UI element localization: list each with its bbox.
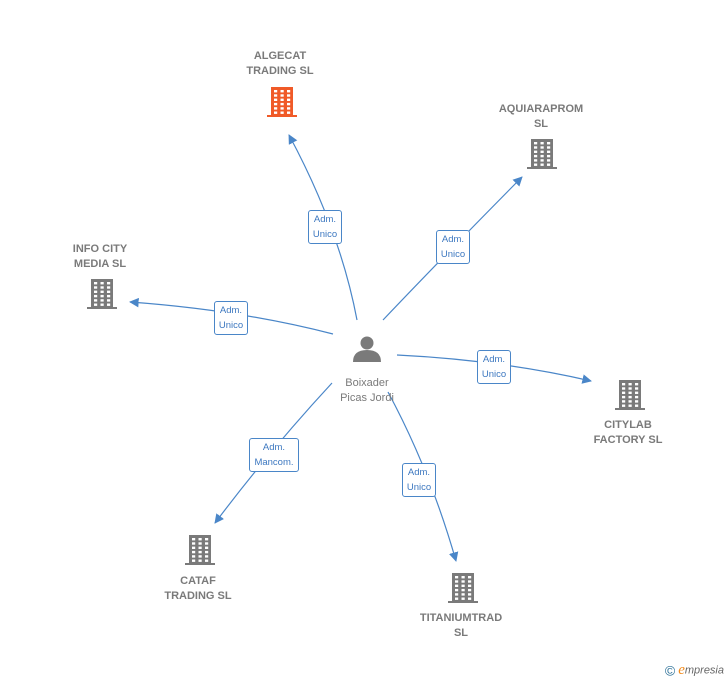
company-label-algecat: ALGECAT TRADING SL <box>246 50 314 77</box>
building-icon-cataf <box>185 535 215 565</box>
person-icon <box>353 336 381 362</box>
building-icon-infocity <box>87 279 117 309</box>
relation-label-titaniumtrad: Adm. Unico <box>401 463 437 497</box>
company-label-citylab: CITYLAB FACTORY SL <box>593 419 663 446</box>
brand-logo-initial: e <box>678 662 685 678</box>
brand-logo-text: mpresia <box>684 664 724 677</box>
relation-label-citylab: Adm. Unico <box>476 350 512 384</box>
company-label-titaniumtrad: TITANIUMTRAD SL <box>419 612 503 639</box>
relation-label-infocity: Adm. Unico <box>213 301 249 335</box>
copyright-icon: © <box>664 662 676 679</box>
building-icon-citylab <box>615 380 645 410</box>
building-icon-aquiaraprom <box>527 139 557 169</box>
building-icon-algecat <box>267 87 297 117</box>
relation-label-aquiaraprom: Adm. Unico <box>435 230 471 264</box>
relation-label-cataf: Adm. Mancom. <box>249 438 299 472</box>
building-icon-titaniumtrad <box>448 573 478 603</box>
relation-label-algecat: Adm. Unico <box>307 210 343 244</box>
company-label-aquiaraprom: AQUIARAPROM SL <box>498 103 584 130</box>
company-label-cataf: CATAF TRADING SL <box>164 575 232 602</box>
company-label-infocity: INFO CITY MEDIA SL <box>72 243 128 270</box>
person-name-label: Boixader Picas Jordi <box>340 377 394 404</box>
footer-credit: © empresia <box>665 662 724 679</box>
